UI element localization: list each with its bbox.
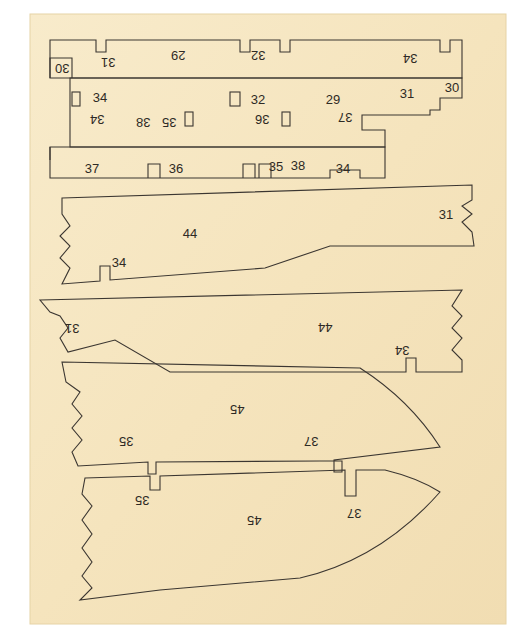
slot-number: 35: [269, 160, 283, 173]
side-part: [40, 290, 462, 372]
slot-number: 38: [136, 116, 150, 129]
slot-number: 34: [395, 344, 409, 357]
hole: [230, 92, 240, 106]
strip-part: [50, 40, 462, 78]
slot-number: 34: [403, 52, 417, 65]
slot-number: 37: [85, 162, 99, 175]
slot-number: 36: [169, 162, 183, 175]
slot-number: 35: [119, 435, 133, 448]
hole: [72, 92, 80, 106]
bottom-part: [80, 470, 440, 600]
slot-number: 37: [347, 507, 361, 520]
slot-number: 31: [400, 87, 414, 100]
slot-number: 32: [251, 93, 265, 106]
slot-number: 31: [65, 322, 79, 335]
side-part: [60, 185, 474, 284]
slot-number: 36: [255, 113, 269, 126]
slot-number: 35: [135, 494, 149, 507]
slot-number: 34: [336, 162, 350, 175]
slot-number: 29: [326, 93, 340, 106]
part-number: 45: [247, 514, 261, 527]
slot-number: 37: [304, 435, 318, 448]
strip-part: [49, 147, 50, 160]
slot-number: 35: [162, 116, 176, 129]
slot-number: 34: [90, 113, 104, 126]
strip-part: [50, 58, 72, 78]
strip-part: [70, 78, 462, 147]
strip-part: [148, 164, 271, 178]
slot-number: 30: [55, 62, 69, 75]
part-number: 44: [318, 321, 332, 334]
slot-number: 32: [251, 49, 265, 62]
strip-part: [50, 147, 385, 178]
slot-number: 34: [112, 256, 126, 269]
hole: [282, 112, 290, 126]
slot-number: 38: [291, 159, 305, 172]
slot-number: 29: [171, 49, 185, 62]
slot-number: 31: [439, 208, 453, 221]
part-number: 44: [183, 227, 197, 240]
slot-number: 31: [101, 56, 115, 69]
hole: [185, 112, 193, 126]
part-number: 45: [230, 403, 244, 416]
slot-number: 30: [445, 81, 459, 94]
slot-number: 34: [93, 91, 107, 104]
bottom-part: [62, 362, 440, 474]
slot-number: 37: [338, 111, 352, 124]
